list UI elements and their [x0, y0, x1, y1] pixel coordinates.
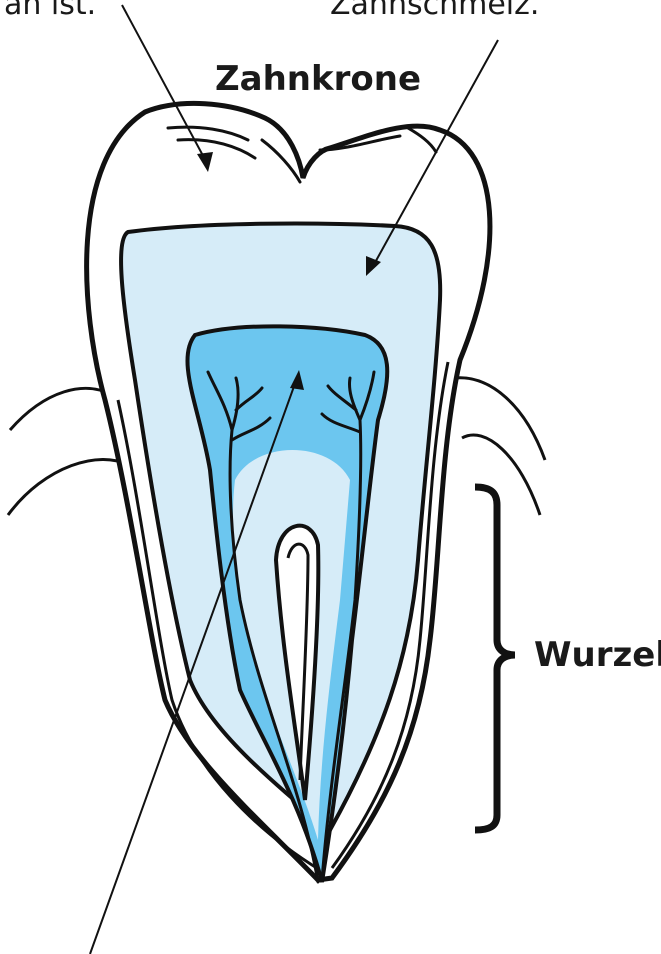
label-zahnkrone: Zahnkrone — [215, 59, 421, 99]
label-top-left-fragment: an ist. — [4, 0, 96, 22]
label-wurzel: Wurzel — [534, 635, 661, 675]
gum-right — [455, 378, 545, 515]
label-top-right-fragment: Zahnschmelz. — [330, 0, 539, 22]
root-bracket — [475, 487, 515, 830]
